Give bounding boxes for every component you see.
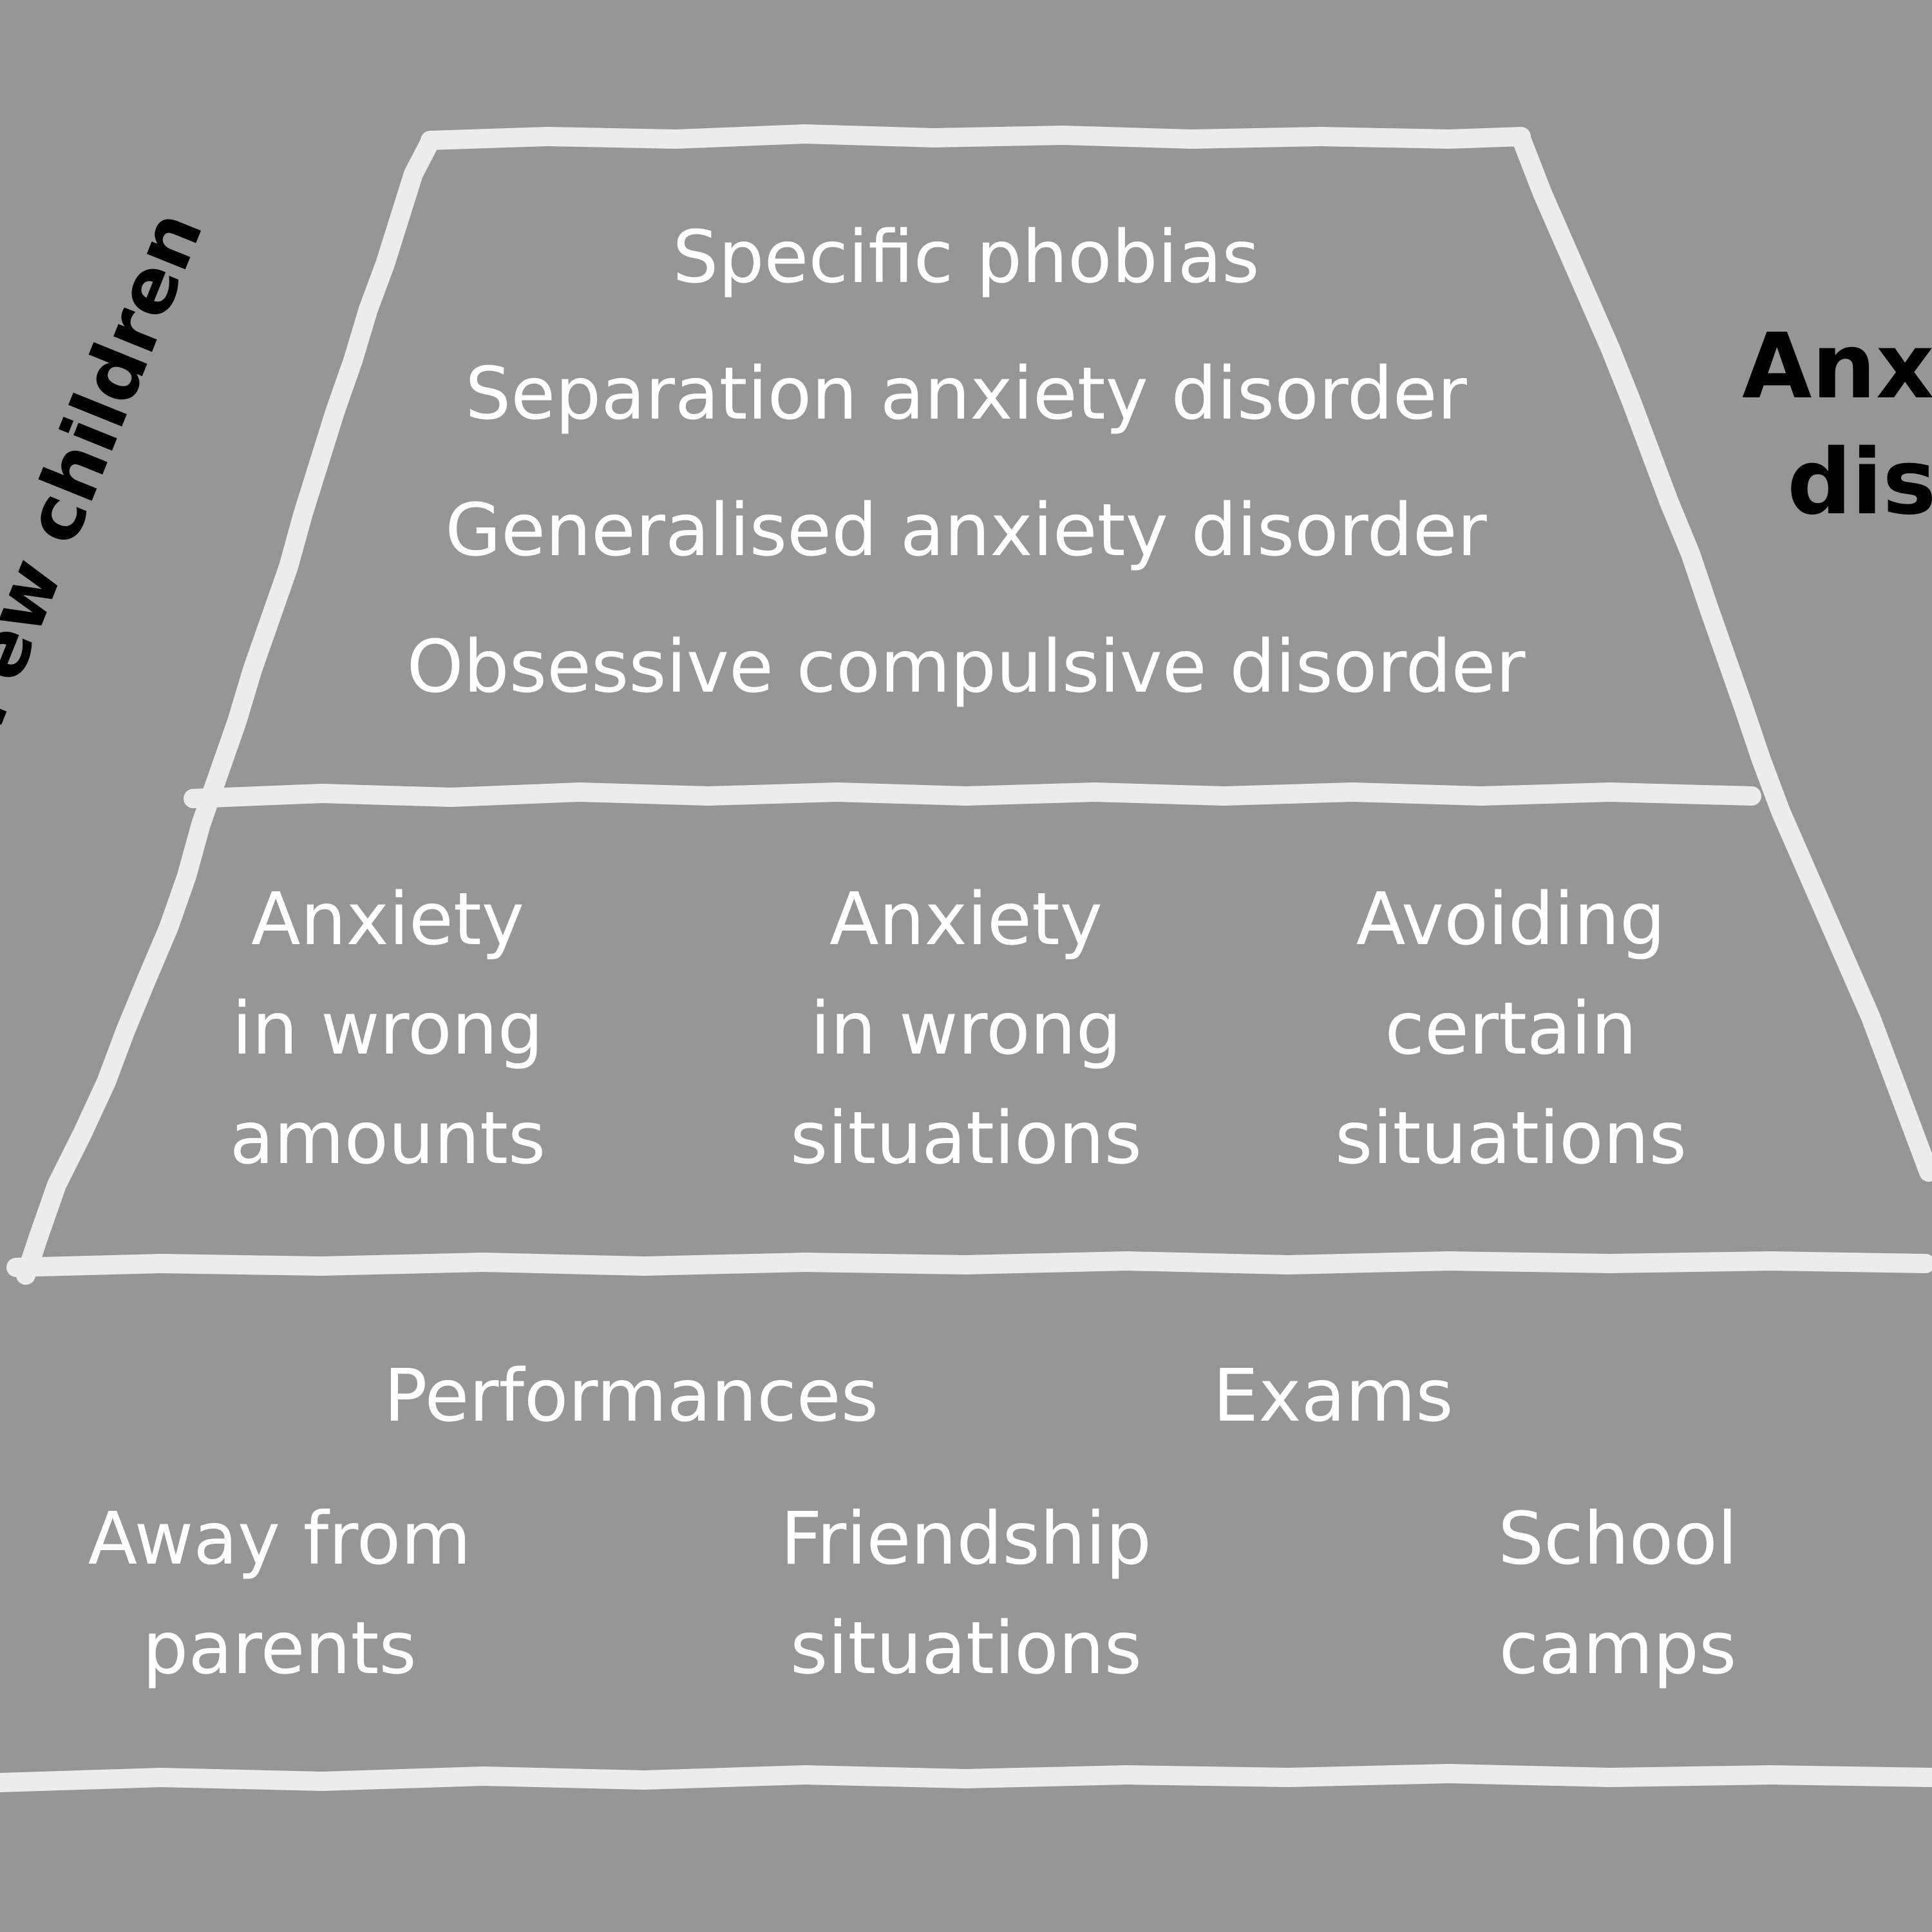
middle-tier-item-1-line2: in wrong [232, 987, 544, 1071]
bottom-tier-exams: Exams [1213, 1354, 1454, 1438]
tier-divider-lower [6, 1251, 1932, 1277]
side-label-right-line1: Anx [1742, 314, 1932, 419]
bottom-tier-friendship-line2: situations [790, 1607, 1142, 1690]
middle-tier-item-1-line3: amounts [229, 1097, 546, 1180]
pyramid-right-edge [1511, 129, 1932, 1182]
middle-tier-item-2-line3: situations [790, 1097, 1142, 1180]
top-tier-item-4: Obsessive compulsive disorder [406, 625, 1526, 709]
top-tier-item-2: Separation anxiety disorder [465, 352, 1467, 436]
bottom-tier-away-line2: parents [142, 1607, 417, 1690]
top-tier-item-1: Specific phobias [672, 216, 1260, 299]
middle-tier-item-2-line2: in wrong [810, 987, 1122, 1071]
top-tier-item-3: Generalised anxiety disorder [445, 489, 1487, 573]
middle-tier-item-1-line1: Anxiety [251, 878, 525, 961]
pyramid-base [0, 1764, 1932, 1792]
tier-divider-top [421, 124, 1531, 150]
bottom-tier-away-line1: Away from [88, 1497, 471, 1581]
middle-tier-item-3-line2: certain [1385, 987, 1637, 1071]
middle-tier-item-3-line1: Avoiding [1356, 878, 1666, 961]
bottom-tier-camps-line2: camps [1499, 1607, 1737, 1690]
bottom-tier-performances: Performances [383, 1354, 879, 1438]
pyramid-left-edge [16, 132, 440, 1285]
side-label-right-line2: dis [1787, 430, 1932, 535]
middle-tier-item-3-line3: situations [1335, 1097, 1687, 1180]
bottom-tier-friendship-line1: Friendship [781, 1497, 1151, 1581]
bottom-tier-camps-line1: School [1498, 1497, 1738, 1581]
tier-divider-upper [184, 782, 1761, 808]
middle-tier-item-2-line1: Anxiety [829, 878, 1103, 961]
